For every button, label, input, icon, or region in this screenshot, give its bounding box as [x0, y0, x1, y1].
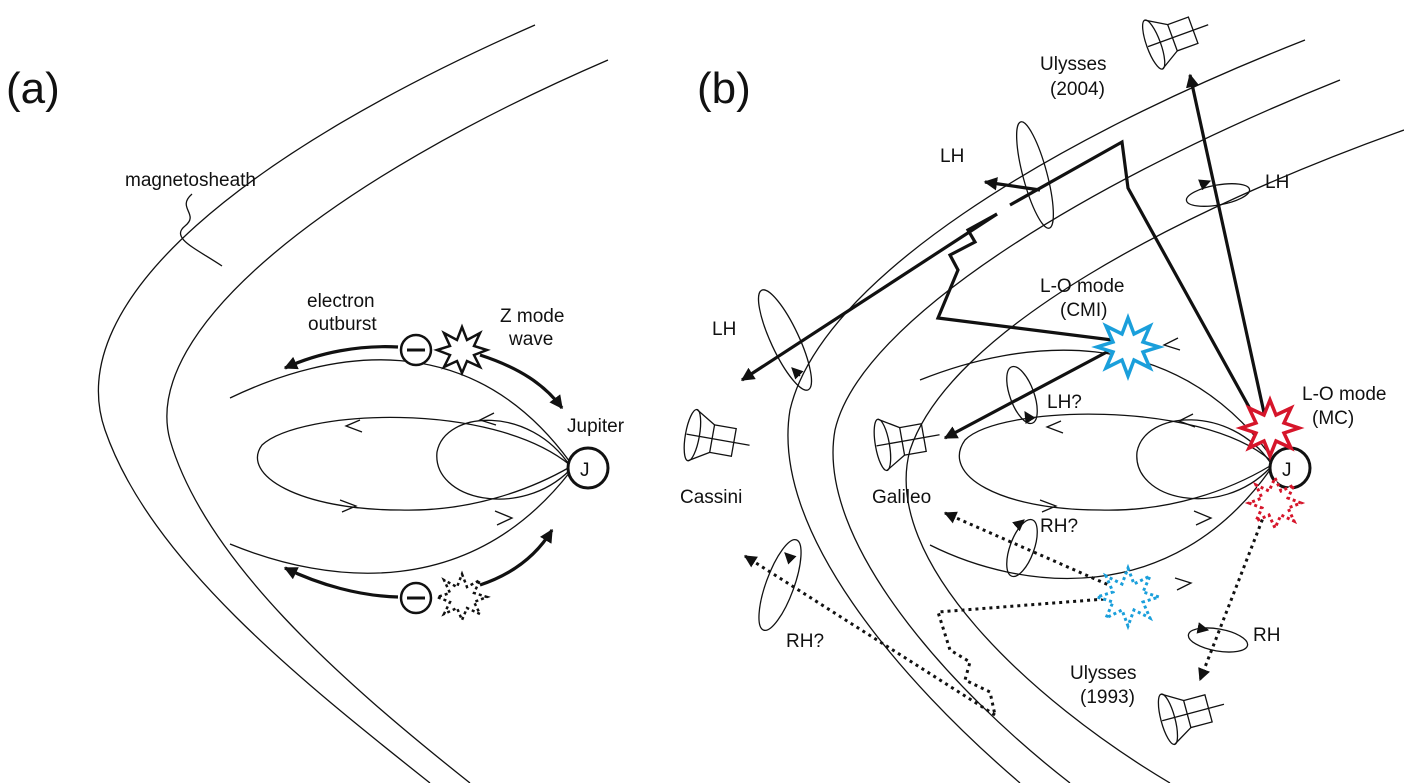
zmode-label-line1: Z mode	[500, 306, 564, 327]
cassini-spacecraft-icon	[683, 408, 750, 462]
polarization-ellipse-icon	[1006, 365, 1038, 425]
ulysses-2004-spacecraft-icon	[1141, 16, 1209, 70]
panel-a: (a) magnetosheath electron outburs	[6, 24, 625, 783]
ray-ulysses1993	[1198, 499, 1272, 682]
flow-arrow	[1174, 577, 1193, 591]
bow-shock-inner-b	[832, 79, 1341, 783]
field-line-b-outer-north	[919, 349, 1271, 456]
flow-arrow	[339, 499, 358, 513]
magnetosheath-pointer	[179, 193, 223, 267]
magnetopause-b	[905, 129, 1404, 783]
magnetosheath-label: magnetosheath	[125, 170, 256, 191]
rh-question-mid-label: RH?	[1040, 516, 1078, 537]
electron-icon	[399, 333, 433, 367]
field-line-b-inner	[1136, 419, 1271, 500]
ulysses-1993-label-line1: Ulysses	[1070, 663, 1137, 684]
mc-source-star-dotted-icon	[1244, 474, 1306, 532]
flow-arrow	[1162, 337, 1181, 351]
polarization-ellipse-icon	[1187, 622, 1249, 653]
ray-lh-top	[1009, 139, 1272, 446]
field-line-mid	[256, 416, 571, 511]
ray-lh-left	[935, 212, 1129, 344]
flow-arrow	[1045, 420, 1064, 434]
zmode-label-line2: wave	[508, 329, 553, 350]
field-line-b-outer-south	[929, 469, 1271, 580]
ray-galileo-rh	[943, 511, 1121, 592]
galileo-spacecraft-icon	[873, 418, 940, 472]
ulysses-2004-label-line1: Ulysses	[1040, 54, 1107, 75]
electron-outburst-arrow-south	[283, 566, 399, 599]
electron-label-line2: outburst	[308, 314, 377, 335]
zmode-burst-star-icon	[433, 323, 491, 377]
ray-lh-top-arrow	[983, 177, 1041, 192]
ray-ulysses2004	[1186, 73, 1272, 441]
polarization-ellipse-icon	[758, 538, 802, 632]
polarization-ellipse-icon	[1006, 518, 1038, 578]
field-line-inner	[436, 419, 571, 500]
cmi-source-star-dotted-icon	[1091, 563, 1165, 631]
panel-b: (b)	[680, 16, 1404, 783]
bow-shock-outer-a	[97, 24, 536, 783]
zmode-wave-arrow-north	[479, 353, 564, 410]
lh-question-label: LH?	[1047, 392, 1082, 413]
flow-arrow	[1193, 510, 1213, 526]
lh-right-label: LH	[1265, 172, 1289, 193]
rh-question-low-label: RH?	[786, 631, 824, 652]
flow-arrow	[478, 412, 497, 426]
electron-label-line1: electron	[307, 291, 375, 312]
cassini-label: Cassini	[680, 487, 742, 508]
magnetopause-a	[166, 59, 609, 783]
svg-text:J: J	[1282, 460, 1292, 481]
flow-arrow	[344, 419, 363, 433]
zmode-wave-arrow-south	[479, 528, 554, 587]
lo-mc-label-line2: (MC)	[1312, 408, 1354, 429]
ulysses-1993-spacecraft-icon	[1157, 693, 1225, 746]
polarization-ellipse-icon	[1015, 121, 1055, 229]
jupiter-label: Jupiter	[567, 416, 625, 437]
ulysses-1993-label-line2: (1993)	[1080, 687, 1135, 708]
panel-a-label: (a)	[6, 64, 60, 113]
lh-top-label: LH	[940, 146, 964, 167]
galileo-label: Galileo	[872, 487, 931, 508]
electron-icon	[399, 581, 433, 615]
field-line-b-mid	[958, 413, 1271, 511]
lo-cmi-label-line1: L-O mode	[1040, 276, 1124, 297]
ray-rh-left-arrow	[743, 554, 996, 717]
lh-left-label: LH	[712, 319, 736, 340]
ray-galileo-lh	[943, 343, 1121, 440]
bow-shock-outer-b	[787, 39, 1306, 783]
ray-lh-left-arrow	[740, 212, 998, 382]
ulysses-2004-label-line2: (2004)	[1050, 79, 1105, 100]
polarization-ellipse-icon	[1185, 179, 1251, 207]
polarization-ellipse-icon	[757, 289, 813, 391]
flow-arrow	[494, 510, 514, 526]
flow-arrow	[1039, 499, 1058, 513]
lo-mc-label-line1: L-O mode	[1302, 384, 1386, 405]
lo-cmi-label-line2: (CMI)	[1060, 300, 1107, 321]
cmi-source-star-icon	[1091, 313, 1165, 381]
jupiter-planet-a: J	[566, 446, 610, 490]
zmode-burst-star-dotted-icon	[433, 570, 491, 624]
electron-outburst-arrow-north	[283, 345, 399, 370]
flow-arrow	[1177, 413, 1196, 428]
rh-right-label: RH	[1253, 625, 1280, 646]
mc-source-star-icon	[1235, 395, 1305, 461]
field-line-outer-north	[229, 359, 571, 463]
field-line-outer-south	[229, 471, 571, 574]
svg-text:J: J	[580, 460, 590, 481]
panel-b-label: (b)	[697, 64, 751, 113]
